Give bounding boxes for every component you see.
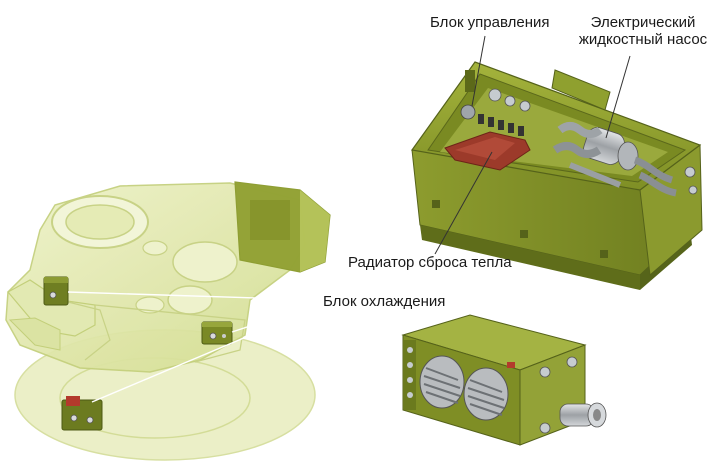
label-radiator: Радиатор сброса тепла bbox=[348, 254, 512, 271]
cooling-module-open bbox=[410, 61, 703, 290]
turret-ghost bbox=[5, 181, 331, 461]
cooling-unit-middle bbox=[201, 321, 233, 345]
cooling-unit-bottom bbox=[61, 396, 103, 431]
label-control-unit: Блок управления bbox=[430, 14, 550, 31]
quick-coupling bbox=[559, 402, 607, 428]
cooling-unit-left bbox=[43, 276, 69, 306]
electric-pump bbox=[552, 122, 677, 197]
cooling-module-closed bbox=[401, 314, 607, 446]
control-unit bbox=[460, 88, 531, 136]
label-electric-pump: Электрический жидкостный насос bbox=[578, 14, 708, 48]
leader-lines bbox=[67, 35, 631, 403]
fan-grille-right bbox=[463, 367, 509, 421]
label-cooling-unit: Блок охлаждения bbox=[323, 293, 446, 310]
fan-grille-left bbox=[419, 355, 465, 409]
